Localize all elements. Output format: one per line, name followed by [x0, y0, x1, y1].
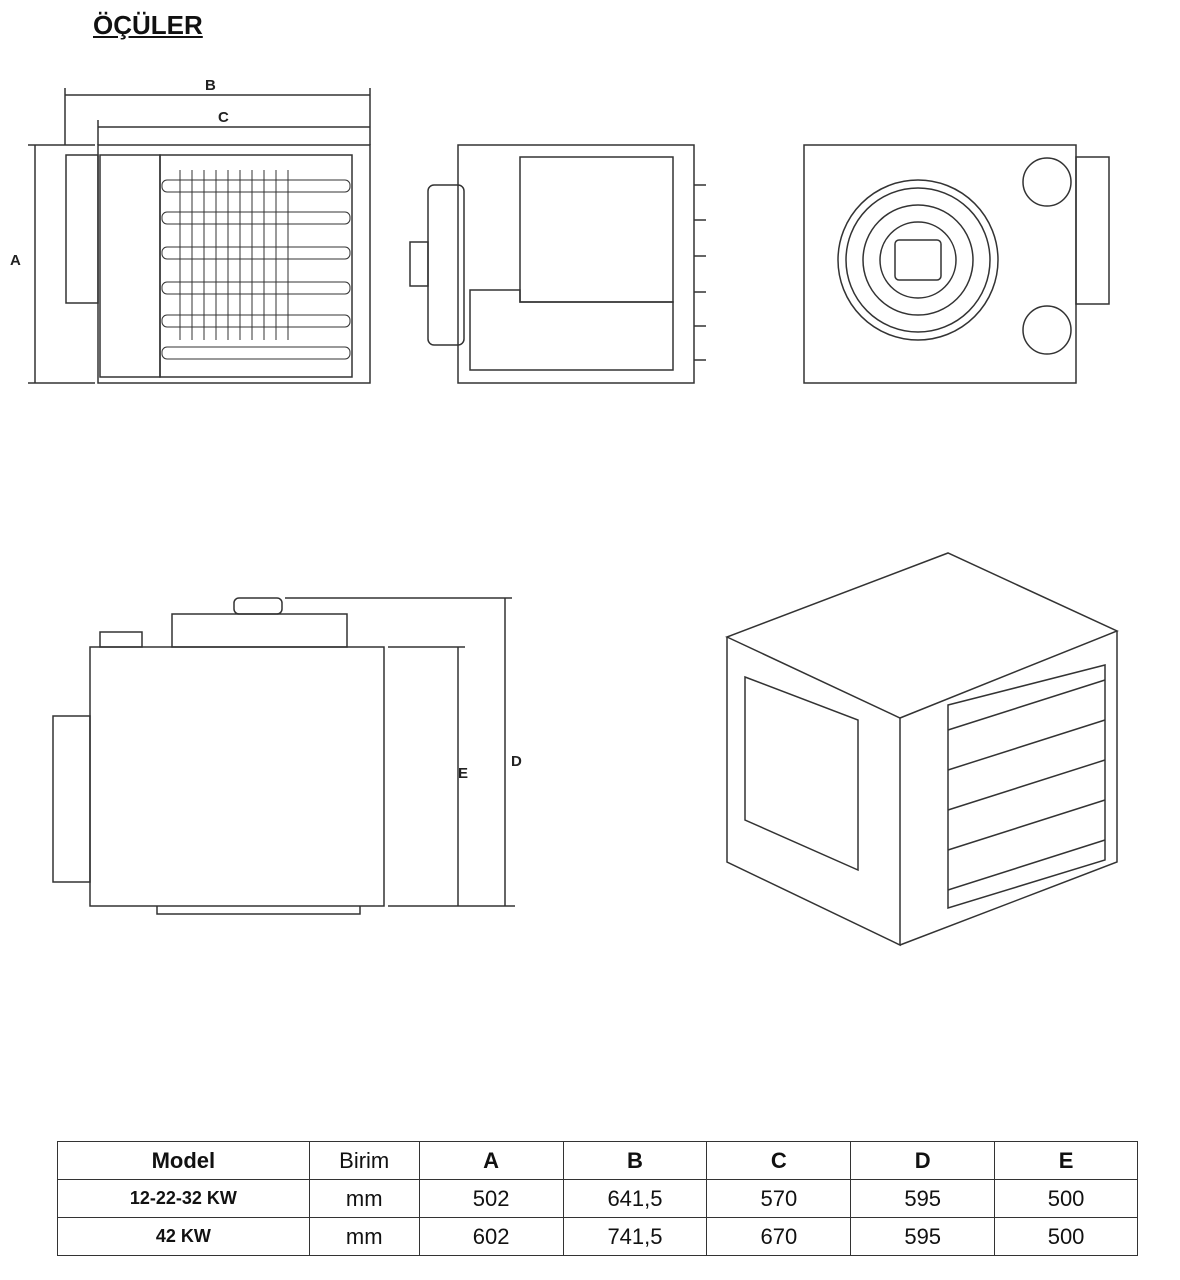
dim-label-a: A — [10, 252, 21, 269]
header-e: E — [994, 1141, 1138, 1180]
table-row: 42 KW mm 602 741,5 670 595 500 — [57, 1217, 1138, 1256]
top-view: E D — [52, 597, 522, 915]
cell-b: 741,5 — [562, 1217, 708, 1256]
cell-b: 641,5 — [562, 1179, 708, 1218]
cell-a: 502 — [418, 1179, 564, 1218]
header-c: C — [706, 1141, 852, 1180]
cell-c: 670 — [706, 1217, 852, 1256]
cell-c: 570 — [706, 1179, 852, 1218]
cell-model: 42 KW — [57, 1217, 310, 1256]
dim-label-e: E — [458, 765, 468, 782]
header-a: A — [418, 1141, 564, 1180]
table-row: 12-22-32 KW mm 502 641,5 570 595 500 — [57, 1179, 1138, 1218]
header-model: Model — [57, 1141, 310, 1180]
cell-e: 500 — [994, 1179, 1138, 1218]
isometric-view — [725, 552, 1119, 947]
rear-view — [803, 144, 1110, 384]
cell-d: 595 — [850, 1179, 996, 1218]
table-header-row: Model Birim A B C D E — [57, 1141, 1138, 1180]
cell-unit: mm — [308, 1179, 420, 1218]
header-b: B — [562, 1141, 708, 1180]
cell-e: 500 — [994, 1217, 1138, 1256]
dim-label-b: B — [205, 77, 216, 94]
header-unit: Birim — [308, 1141, 420, 1180]
cell-a: 602 — [418, 1217, 564, 1256]
dim-label-c: C — [218, 109, 229, 126]
cell-model: 12-22-32 KW — [57, 1179, 310, 1218]
cell-d: 595 — [850, 1217, 996, 1256]
page-title: ÖÇÜLER — [93, 10, 203, 40]
header-d: D — [850, 1141, 996, 1180]
cell-unit: mm — [308, 1217, 420, 1256]
dim-label-d: D — [511, 753, 522, 770]
side-view — [409, 144, 706, 384]
dimensions-table: Model Birim A B C D E 12-22-32 KW mm 502… — [57, 1141, 1138, 1256]
front-view: B C A — [10, 77, 371, 384]
technical-drawings: B C A — [10, 77, 1119, 947]
